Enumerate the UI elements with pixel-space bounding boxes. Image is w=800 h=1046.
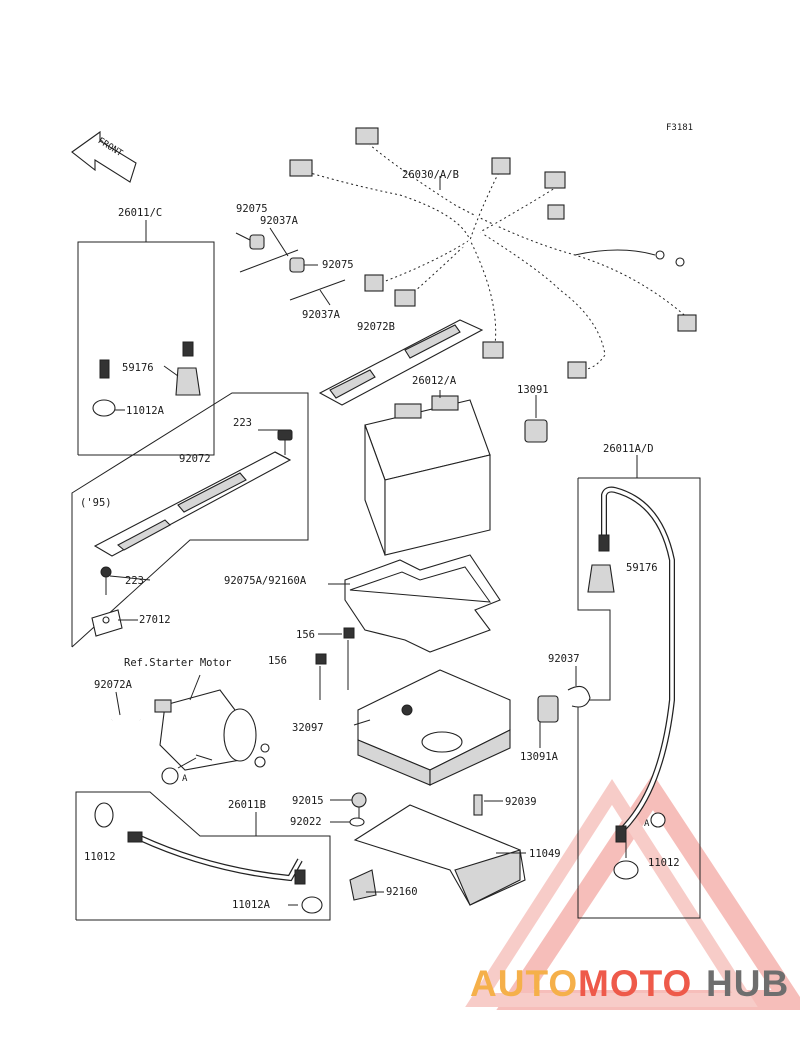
label-11012a-bot: 11012A bbox=[232, 899, 271, 911]
label-59176-right: 59176 bbox=[626, 562, 658, 574]
label-92037: 92037 bbox=[548, 653, 580, 665]
label-11049: 11049 bbox=[529, 848, 561, 860]
watermark-moto: MOTO bbox=[578, 963, 692, 1004]
callout-a-starter: A bbox=[182, 774, 188, 784]
wiring-harness-26030 bbox=[289, 127, 697, 379]
label-92072a: 92072A bbox=[94, 679, 133, 691]
label-223-bot: 223 bbox=[125, 575, 144, 587]
label-ref-starter-motor: Ref.Starter Motor bbox=[124, 657, 231, 669]
battery-26012a bbox=[364, 390, 491, 556]
clamp-92072a bbox=[103, 719, 147, 762]
label-27012: 27012 bbox=[139, 614, 171, 626]
label-92075-mid: 92075 bbox=[322, 259, 354, 271]
watermark-wordmark: AUTO MOTO HUB bbox=[470, 963, 789, 1004]
label-92039: 92039 bbox=[505, 796, 537, 808]
label-92037a-top: 92037A bbox=[260, 215, 299, 227]
label-13091: 13091 bbox=[517, 384, 549, 396]
part-13091 bbox=[524, 419, 548, 443]
watermark-hub: HUB bbox=[706, 963, 789, 1004]
label-26011ad: 26011A/D bbox=[603, 443, 654, 455]
bracket-11049-group bbox=[349, 792, 526, 906]
battery-case-32097 bbox=[315, 627, 511, 786]
label-13091a: 13091A bbox=[520, 751, 559, 763]
watermark-auto: AUTO bbox=[470, 963, 578, 1004]
battery-cable-26011ad-group bbox=[577, 455, 701, 919]
label-26011b: 26011B bbox=[228, 799, 266, 811]
label-26030: 26030/A/B bbox=[402, 169, 459, 181]
label-92015: 92015 bbox=[292, 795, 324, 807]
clamp-92037 bbox=[567, 685, 591, 708]
battery-cable-26011c-group bbox=[77, 220, 215, 456]
label-156-a: 156 bbox=[296, 629, 315, 641]
label-variant-95: ('95) bbox=[80, 497, 112, 509]
starter-motor-reference bbox=[154, 689, 270, 785]
leader-lines bbox=[109, 227, 577, 906]
battery-tray-pad bbox=[344, 554, 501, 653]
label-11012-left: 11012 bbox=[84, 851, 116, 863]
figure-id: F3181 bbox=[666, 123, 693, 133]
part-13091a bbox=[537, 695, 559, 723]
callout-a-right: A bbox=[644, 819, 650, 829]
label-92075-top: 92075 bbox=[236, 203, 268, 215]
battery-cable-26011b-group bbox=[75, 791, 331, 921]
label-92160: 92160 bbox=[386, 886, 418, 898]
label-223-top: 223 bbox=[233, 417, 252, 429]
strap-kit-92072-group bbox=[71, 392, 309, 648]
retainer-parts-92075-92037a bbox=[239, 234, 346, 301]
label-11012-right: 11012 bbox=[648, 857, 680, 869]
label-92022: 92022 bbox=[290, 816, 322, 828]
label-26011c: 26011/C bbox=[118, 207, 162, 219]
label-92072: 92072 bbox=[179, 453, 211, 465]
label-26012a: 26012/A bbox=[412, 375, 457, 387]
label-92037a-bot: 92037A bbox=[302, 309, 341, 321]
label-156-b: 156 bbox=[268, 655, 287, 667]
label-92072b: 92072B bbox=[357, 321, 395, 333]
front-direction-arrow: FRONT bbox=[71, 130, 137, 183]
label-32097: 32097 bbox=[292, 722, 324, 734]
strap-92072b bbox=[318, 319, 484, 406]
label-11012a-left: 11012A bbox=[126, 405, 165, 417]
watermark-logo-triangle bbox=[465, 773, 800, 1010]
label-59176-left: 59176 bbox=[122, 362, 154, 374]
label-92075a-92160a: 92075A/92160A bbox=[224, 575, 307, 587]
